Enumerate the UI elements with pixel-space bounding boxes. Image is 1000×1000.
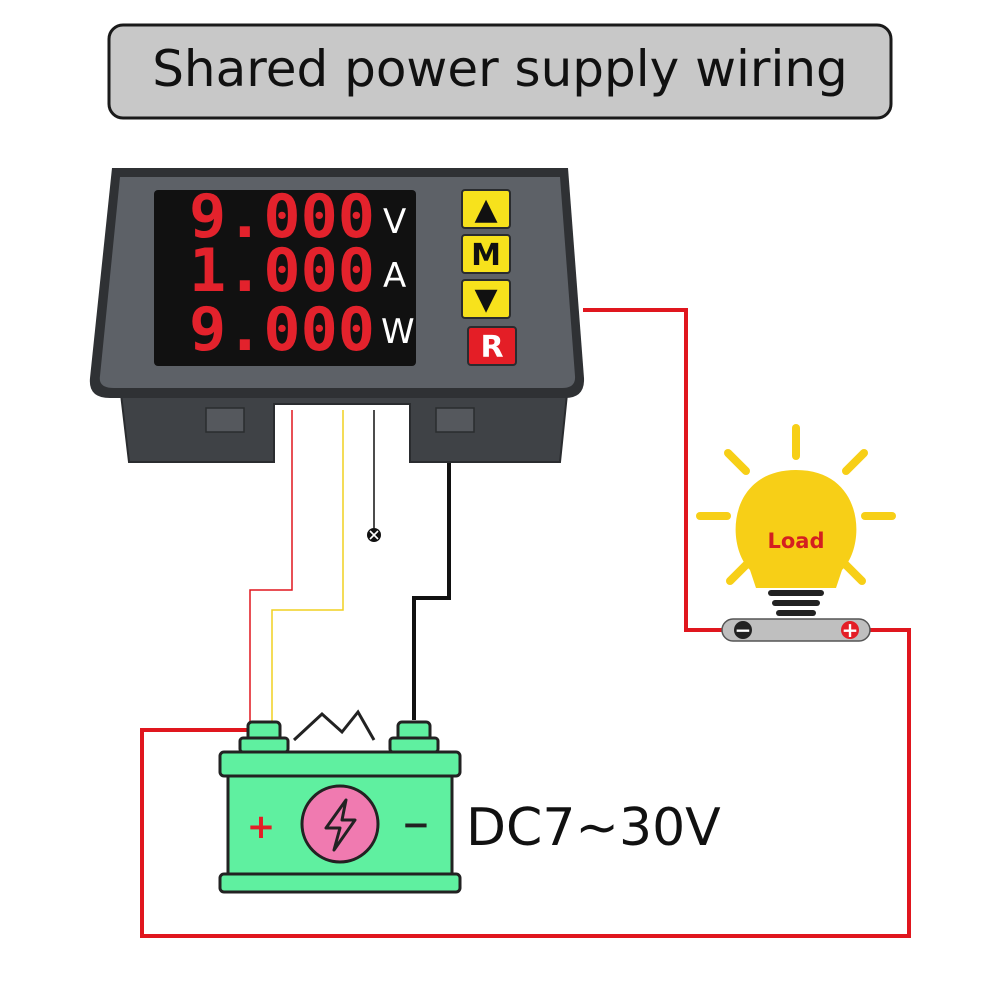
wire-meter-to-load [583, 308, 722, 632]
bulb-glass [735, 470, 857, 588]
load-terminal-negative [734, 621, 752, 639]
down-arrow-icon: ▼ [474, 282, 497, 317]
battery-zigzag [292, 709, 376, 742]
load-label: Load [767, 529, 824, 553]
wire-load-to-battery-positive [140, 628, 911, 938]
reading-current-value: 1.000 [189, 236, 375, 306]
load-terminal-negative-sign: − [735, 618, 752, 642]
meter-button-up[interactable]: ▲ [461, 189, 511, 229]
bulb-base [768, 590, 824, 616]
wire-negative [412, 462, 451, 720]
battery-lid [218, 750, 462, 778]
voltage-label: DC7~30V [466, 798, 721, 858]
wire-sense-red [249, 410, 293, 722]
load-terminal-bar [721, 618, 871, 642]
battery-emblem [300, 784, 380, 864]
meter-button-mode[interactable]: M [461, 234, 511, 274]
mode-label: M [471, 238, 501, 273]
load-terminal-positive [841, 621, 859, 639]
reading-voltage-value: 9.000 [189, 182, 375, 252]
meter-clip-right [435, 407, 475, 433]
reset-label: R [480, 330, 503, 365]
title-box [107, 23, 893, 120]
battery: + − [218, 709, 462, 894]
wire-sense-yellow [271, 410, 344, 722]
battery-base [218, 872, 462, 894]
battery-positive-sign: + [247, 807, 276, 847]
meter-button-reset[interactable]: R [467, 326, 517, 366]
battery-negative-sign: − [402, 805, 431, 845]
meter-housing [119, 393, 569, 463]
title-text: Shared power supply wiring [152, 40, 848, 98]
lightning-icon [324, 798, 357, 852]
meter-button-down[interactable]: ▼ [461, 279, 511, 319]
load-bulb: Load − + [696, 424, 896, 642]
reading-current-unit: A [383, 256, 406, 296]
meter-display [154, 190, 416, 366]
up-arrow-icon: ▲ [474, 192, 497, 227]
reading-power-value: 9.000 [189, 295, 375, 365]
wire-end-cap [367, 528, 381, 542]
title-banner: Shared power supply wiring [107, 23, 893, 120]
wires [140, 308, 911, 938]
bulb-rays [696, 424, 896, 585]
reading-power-unit: W [381, 312, 415, 352]
meter-clip-left [205, 407, 245, 433]
reading-voltage-unit: V [383, 202, 406, 242]
power-meter: 9.000 V 1.000 A 9.000 W ▲ M ▼ R [89, 168, 585, 463]
load-terminal-positive-sign: + [842, 618, 859, 642]
